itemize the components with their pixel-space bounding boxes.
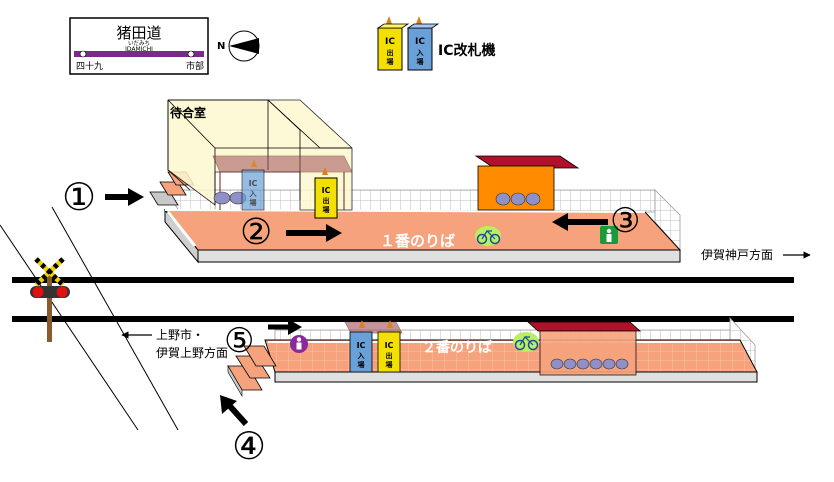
svg-text:場: 場 — [358, 360, 365, 369]
svg-text:場: 場 — [323, 205, 330, 214]
svg-text:場: 場 — [387, 57, 394, 66]
station-reading: いだみち — [128, 40, 150, 47]
waiting-room: 待合室 — [167, 99, 353, 211]
svg-text:IC: IC — [385, 37, 395, 47]
direction-2: 上野市・ 伊賀上野方面 — [121, 327, 228, 360]
direction-1: 伊賀神戸方面 — [701, 247, 811, 262]
legend-ic-gate: IC 出 場 IC 入 場 IC改札機 — [376, 16, 495, 71]
marker-4-label: ④ — [232, 424, 266, 468]
svg-text:出: 出 — [386, 351, 393, 360]
svg-text:入: 入 — [357, 352, 365, 360]
level-crossing-icon — [30, 257, 70, 342]
waiting-room-label: 待合室 — [170, 105, 206, 120]
next-station: 市部 — [186, 60, 204, 72]
station-romaji: IDAMICHI — [125, 46, 153, 53]
marker-5: ⑤ — [224, 319, 302, 361]
marker-1: ① — [62, 175, 144, 219]
station-sign: 猪田道 いだみち IDAMICHI 四十九 市部 — [69, 17, 209, 75]
ic-gate-label: IC改札機 — [438, 42, 495, 59]
shelter-roof-1 — [212, 155, 353, 210]
svg-text:出: 出 — [323, 196, 330, 205]
compass: N — [217, 30, 260, 62]
platform-1-label: １番のりば — [380, 232, 455, 250]
marker-4: ④ — [220, 395, 266, 468]
ic-entry-gate-1: IC 入 場 — [241, 159, 265, 211]
bicycle-icon-2 — [513, 332, 539, 352]
station-name: 猪田道 — [116, 24, 161, 42]
stairs-2 — [227, 345, 277, 398]
marker-3: ③ — [552, 201, 640, 241]
ic-entry-gate-2: IC 入 場 — [349, 320, 373, 373]
road — [0, 206, 179, 431]
toilet-icon-purple — [290, 335, 308, 353]
platform-2-label: ２番のりば — [422, 339, 492, 356]
ic-entry-gate-icon: IC 入 場 — [406, 16, 440, 71]
waiting-shelter-2 — [526, 321, 642, 376]
shelter-roof-2 — [344, 321, 403, 334]
svg-text:出: 出 — [387, 48, 394, 57]
svg-text:IC: IC — [357, 341, 366, 350]
bicycle-icon — [475, 226, 501, 246]
marker-3-label: ③ — [610, 201, 640, 241]
svg-text:場: 場 — [417, 57, 424, 66]
marker-2-label: ② — [240, 212, 272, 253]
platform-2 — [264, 316, 758, 383]
toilet-icon-green — [600, 226, 618, 244]
ic-exit-gate-1: IC 出 場 — [314, 167, 338, 219]
svg-text:IC: IC — [322, 186, 331, 195]
direction-1-label: 伊賀神戸方面 — [701, 247, 773, 262]
svg-text:入: 入 — [416, 49, 424, 57]
svg-text:IC: IC — [249, 179, 258, 188]
marker-1-label: ① — [62, 175, 96, 219]
direction-2-label: 上野市・ 伊賀上野方面 — [156, 327, 228, 360]
railway-tracks — [12, 277, 794, 322]
svg-text:IC: IC — [385, 341, 394, 350]
ic-exit-gate-2: IC 出 場 — [377, 320, 401, 373]
marker-5-label: ⑤ — [224, 321, 254, 361]
orange-shelter — [474, 155, 580, 211]
sign-color-bar — [74, 51, 204, 57]
svg-text:場: 場 — [386, 360, 393, 369]
prev-station: 四十九 — [76, 60, 103, 72]
ic-exit-gate-icon: IC 出 場 — [376, 16, 410, 71]
svg-text:入: 入 — [249, 190, 257, 198]
svg-text:場: 場 — [250, 198, 257, 207]
compass-north-label: N — [217, 41, 225, 52]
svg-text:IC: IC — [415, 37, 425, 47]
marker-2: ② — [240, 212, 342, 253]
